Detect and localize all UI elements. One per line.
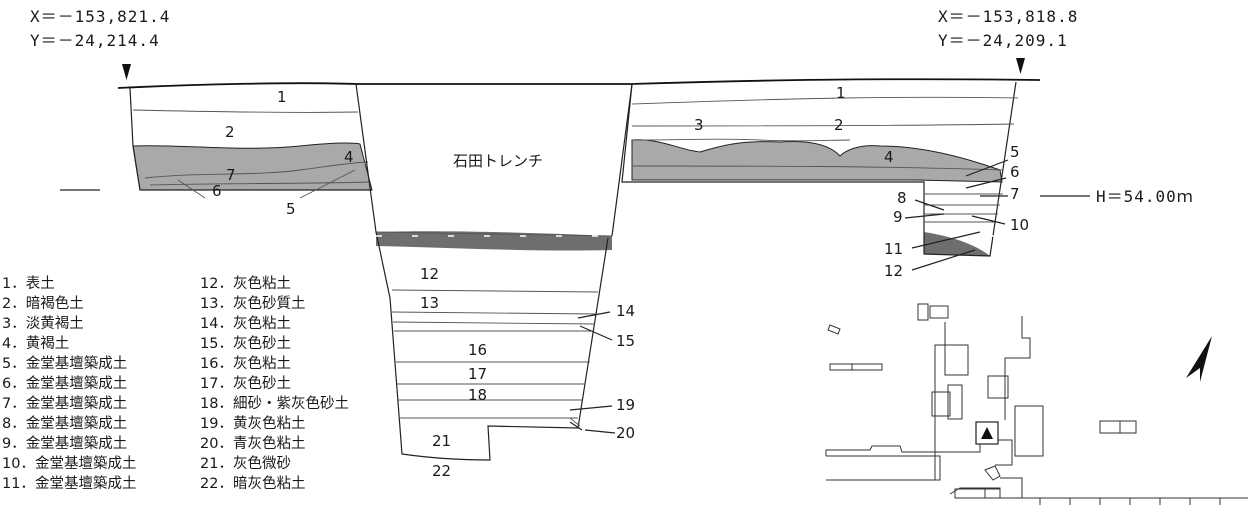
legend-item: 14．灰色粘土 [200, 315, 291, 332]
layer-number: 6 [212, 182, 222, 200]
elevation-label: H＝54.00ｍ [1096, 187, 1194, 206]
legend-item: 22．暗灰色粘土 [200, 475, 305, 492]
location-map [825, 303, 1248, 505]
left-section [60, 82, 373, 199]
legend-item: 1．表土 [2, 275, 55, 292]
layer-number: 5 [1010, 143, 1020, 161]
layer-number: 9 [893, 208, 903, 226]
legend-item: 4．黄褐土 [2, 335, 69, 352]
legend-left: 1．表土 2．暗褐色土 3．淡黄褐土 4．黄褐土 5．金堂基壇築成土 6．金堂基… [2, 275, 136, 492]
legend-item: 15．灰色砂土 [200, 335, 291, 352]
layer-number: 12 [884, 262, 903, 280]
layer-number: 13 [420, 294, 439, 312]
layer-number: 22 [432, 462, 451, 480]
legend-item: 7．金堂基壇築成土 [2, 394, 127, 412]
right-survey-marker-icon [1016, 58, 1025, 74]
trench-section [355, 83, 633, 461]
layer-number: 1 [836, 84, 846, 102]
left-x-coord: X＝－153,821.4 [30, 7, 170, 26]
right-section [621, 78, 1090, 271]
legend-item: 2．暗褐色土 [2, 295, 84, 312]
left-y-coord: Y＝－24,214.4 [30, 31, 160, 50]
layer-number: 3 [694, 116, 704, 134]
layer-number: 1 [277, 88, 287, 106]
layer-number: 15 [616, 332, 635, 350]
layer-number: 2 [834, 116, 844, 134]
layer-number: 18 [468, 386, 487, 404]
left-survey-marker-icon [122, 64, 131, 80]
legend-item: 18．細砂・紫灰色砂土 [200, 395, 349, 412]
legend-item: 3．淡黄褐土 [2, 315, 84, 332]
north-arrow-icon [1186, 336, 1212, 382]
layer-number: 21 [432, 432, 451, 450]
layer-number: 4 [884, 148, 894, 166]
trench-label: 石田トレンチ [453, 152, 543, 170]
layer-number: 10 [1010, 216, 1029, 234]
layer-number: 8 [897, 189, 907, 207]
layer-number: 19 [616, 396, 635, 414]
layer-number: 12 [420, 265, 439, 283]
right-y-coord: Y＝－24,209.1 [938, 31, 1068, 50]
layer-number: 2 [225, 123, 235, 141]
legend-item: 5．金堂基壇築成土 [2, 354, 127, 372]
layer-number: 4 [344, 148, 354, 166]
layer-number: 17 [468, 365, 487, 383]
legend-item: 19．黄灰色粘土 [200, 415, 305, 432]
layer-number: 14 [616, 302, 635, 320]
legend-item: 16．灰色粘土 [200, 355, 291, 372]
legend-item: 13．灰色砂質土 [200, 294, 305, 312]
layer-number: 11 [884, 240, 903, 258]
location-marker-icon [981, 427, 993, 439]
layer-number: 16 [468, 341, 487, 359]
legend-item: 12．灰色粘土 [200, 275, 291, 292]
legend-item: 8．金堂基壇築成土 [2, 414, 127, 432]
legend-right: 12．灰色粘土 13．灰色砂質土 14．灰色粘土 15．灰色砂土 16．灰色粘土… [200, 275, 349, 492]
legend-item: 17．灰色砂土 [200, 375, 291, 392]
layer-number: 6 [1010, 163, 1020, 181]
layer-number: 7 [1010, 185, 1020, 203]
legend-item: 6．金堂基壇築成土 [2, 374, 127, 392]
legend-item: 20．青灰色粘土 [200, 435, 305, 452]
legend-item: 11．金堂基壇築成土 [2, 474, 136, 492]
legend-item: 21．灰色微砂 [200, 455, 291, 472]
layer-number: 20 [616, 424, 635, 442]
layer-number: 5 [286, 200, 296, 218]
legend-item: 9．金堂基壇築成土 [2, 434, 127, 452]
layer-number: 7 [226, 166, 236, 184]
right-x-coord: X＝－153,818.8 [938, 7, 1078, 26]
legend-item: 10．金堂基壇築成土 [2, 454, 136, 472]
